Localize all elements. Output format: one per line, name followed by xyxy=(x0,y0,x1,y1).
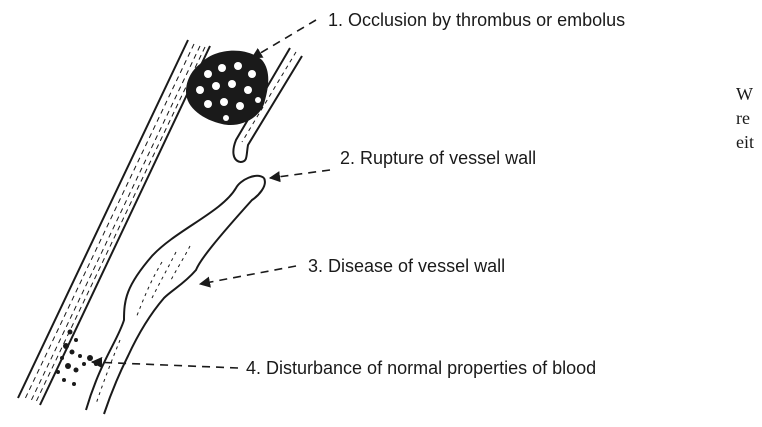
label-disease: 3. Disease of vessel wall xyxy=(308,256,505,276)
leader-line-2 xyxy=(270,170,330,178)
thrombus-clot xyxy=(186,51,268,125)
left-vessel-wall xyxy=(18,40,210,405)
leader-line-4 xyxy=(92,362,238,368)
leader-line-1 xyxy=(252,20,316,58)
label-rupture: 2. Rupture of vessel wall xyxy=(340,148,536,168)
cutoff-text-line-1: W xyxy=(736,82,762,106)
cutoff-text-line-2: re xyxy=(736,106,762,130)
label-blood-disturbance: 4. Disturbance of normal properties of b… xyxy=(246,358,596,378)
leader-line-3 xyxy=(200,266,296,284)
blood-disturbance-speckles xyxy=(56,330,98,387)
cutoff-text-line-3: eit xyxy=(736,130,762,154)
diseased-wall xyxy=(86,176,265,414)
label-occlusion: 1. Occlusion by thrombus or embolus xyxy=(328,10,625,30)
